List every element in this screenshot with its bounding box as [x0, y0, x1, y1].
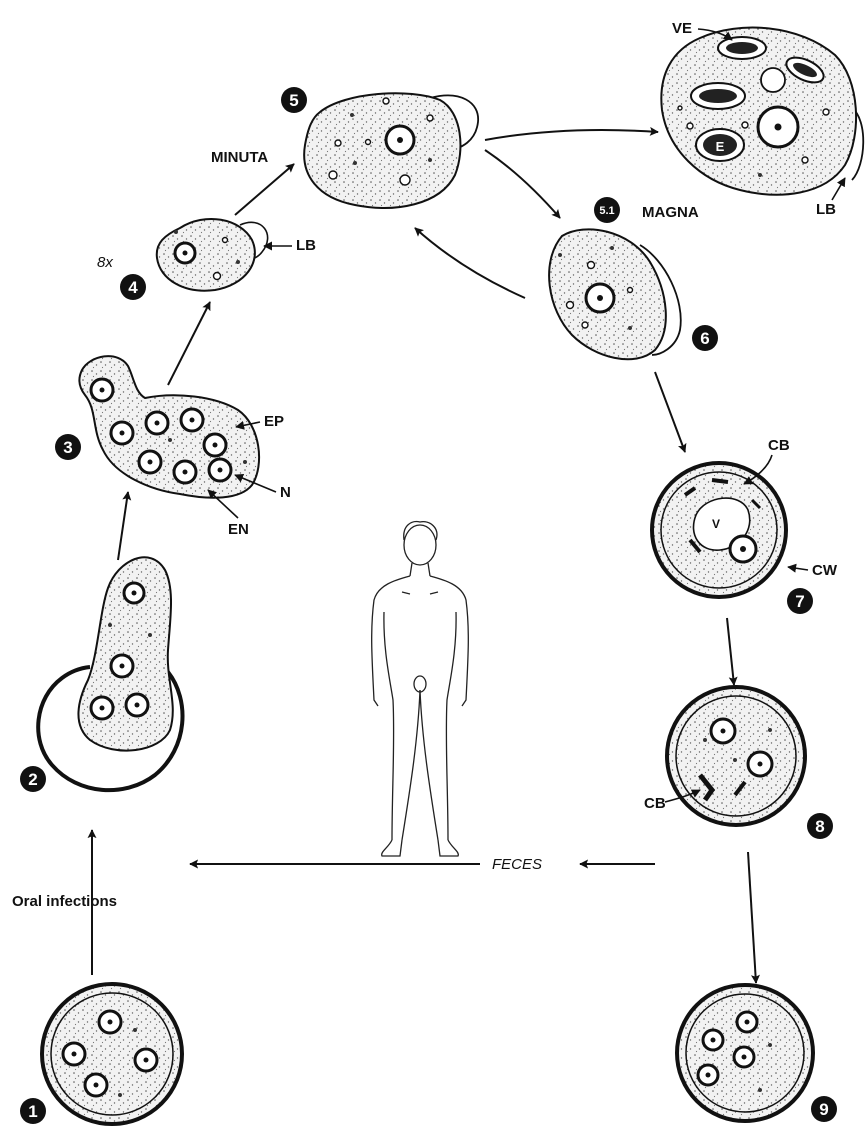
- feces-label: FECES: [492, 856, 542, 873]
- stage-3-number-badge: 3: [55, 434, 81, 460]
- svg-text:6: 6: [700, 329, 709, 348]
- magna-label: MAGNA: [642, 204, 699, 221]
- stage-7-uninucleate-cyst: V: [652, 463, 786, 597]
- stage-6-number-badge: 6: [692, 325, 718, 351]
- stage-5-1-magna-trophozoite: E: [661, 28, 863, 195]
- ve-label: VE: [672, 20, 692, 37]
- stage-5-minuta-trophozoite: [304, 93, 478, 208]
- stage-1-quadrinucleate-cyst: [42, 984, 182, 1124]
- n-label: N: [280, 484, 291, 501]
- lb-label-magna: LB: [816, 201, 836, 218]
- arrow-3-to-4: [168, 302, 210, 385]
- arrow-5-to-6: [485, 150, 560, 218]
- en-label: EN: [228, 521, 249, 538]
- arrow-6-to-7: [655, 372, 685, 452]
- cb-label-stage-8: CB: [644, 795, 666, 812]
- stage-3-metacystic-amoeba: [79, 356, 259, 498]
- e-label: E: [716, 139, 725, 154]
- arrow-4-to-5: [235, 164, 294, 215]
- oral-infections-label: Oral infections: [12, 893, 117, 910]
- stage-9-number-badge: 9: [811, 1096, 837, 1122]
- stage-4-trophozoite: [157, 219, 268, 291]
- v-label: V: [712, 517, 720, 531]
- human-host-figure: [372, 522, 469, 856]
- stage-2-number-badge: 2: [20, 766, 46, 792]
- svg-text:1: 1: [28, 1102, 37, 1121]
- stage-7-number-badge: 7: [787, 588, 813, 614]
- svg-text:4: 4: [128, 278, 138, 297]
- stage-4-number-badge: 4: [120, 274, 146, 300]
- stage-9-quadrinucleate-cyst: [677, 985, 813, 1121]
- stage-6-precystic-amoeba: [549, 229, 681, 359]
- svg-text:5: 5: [289, 91, 298, 110]
- arrow-7-to-8: [727, 618, 734, 685]
- arrow-5-to-5-1: [485, 130, 658, 140]
- lb-label-stage-4: LB: [296, 237, 316, 254]
- arrow-2-to-3: [118, 492, 128, 560]
- minuta-label: MINUTA: [211, 149, 268, 166]
- cw-label: CW: [812, 562, 838, 579]
- stage-8-number-badge: 8: [807, 813, 833, 839]
- stage-2-excysting-amoeba: [38, 557, 182, 790]
- magnification-label: 8x: [97, 254, 113, 271]
- svg-text:5.1: 5.1: [599, 205, 614, 217]
- arrow-6-to-5: [415, 228, 525, 298]
- stage-1-number-badge: 1: [20, 1098, 46, 1124]
- svg-text:3: 3: [63, 438, 72, 457]
- arrow-8-to-9: [748, 852, 756, 983]
- cb-label-stage-7: CB: [768, 437, 790, 454]
- svg-text:9: 9: [819, 1100, 828, 1119]
- svg-text:2: 2: [28, 770, 37, 789]
- stage-5-1-number-badge: 5.1: [594, 197, 620, 223]
- svg-text:7: 7: [795, 592, 804, 611]
- stage-5-number-badge: 5: [281, 87, 307, 113]
- stage-8-binucleate-cyst: [667, 687, 805, 825]
- svg-text:8: 8: [815, 817, 824, 836]
- ep-label: EP: [264, 413, 284, 430]
